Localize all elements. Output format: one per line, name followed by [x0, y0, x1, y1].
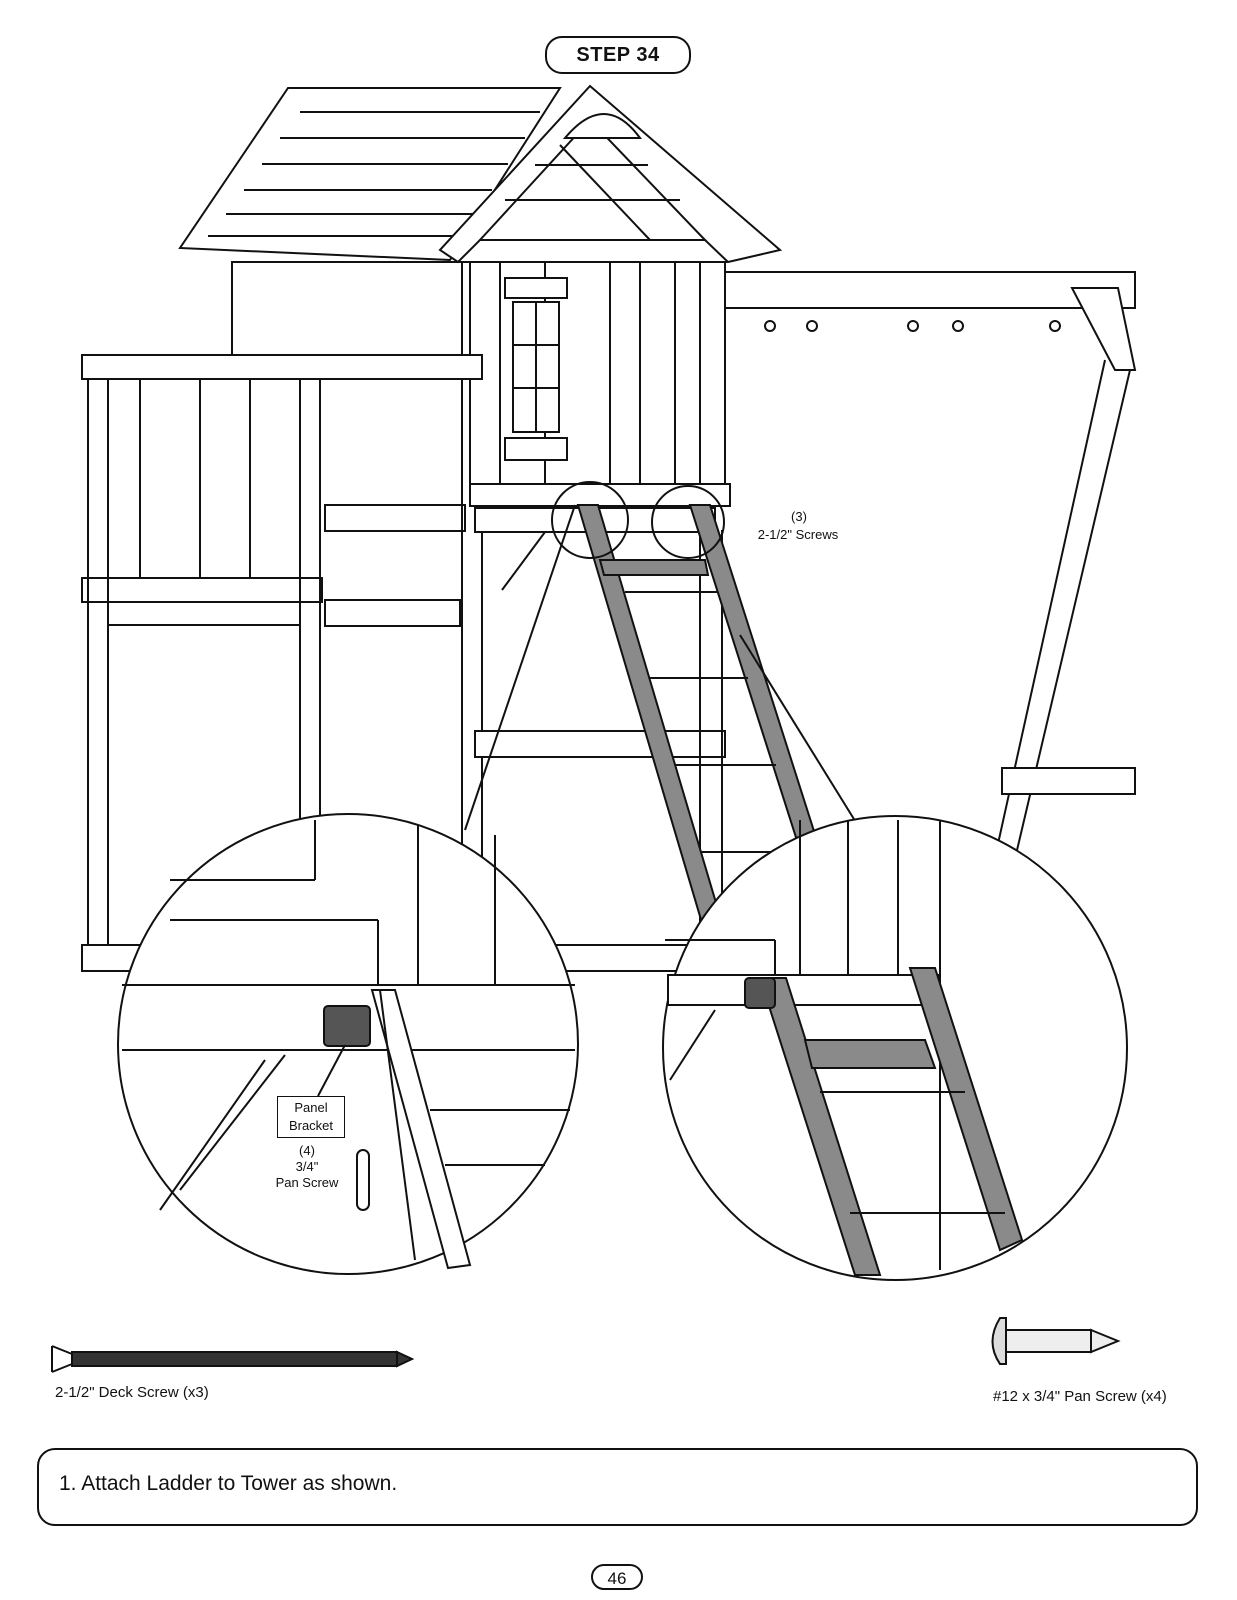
pan-screw-icon [991, 1317, 1121, 1365]
pan-size-label: 3/4" [295, 1159, 319, 1174]
deck-screw-icon [51, 1345, 415, 1373]
tower-walls [81, 261, 778, 972]
assembly-illustration [51, 84, 1137, 1373]
instruction-box: 1. Attach Ladder to Tower as shown. [37, 1448, 1198, 1526]
step-title: STEP 34 [545, 36, 691, 74]
instruction-text: 1. Attach Ladder to Tower as shown. [59, 1472, 398, 1495]
page-number: 46 [591, 1564, 643, 1590]
pan-screw-caption: #12 x 3/4" Pan Screw (x4) [993, 1388, 1167, 1405]
detail-right [662, 815, 1128, 1281]
screws-count-label: (3) [791, 509, 807, 524]
roof [178, 84, 783, 264]
screws-name-label: 2-1/2" Screws [757, 527, 839, 542]
ladder [576, 504, 822, 951]
pan-count-label: (4) [299, 1143, 315, 1158]
pan-name-label: Pan Screw [275, 1175, 339, 1190]
deck-screw-caption: 2-1/2" Deck Screw (x3) [55, 1384, 209, 1401]
detail-left [117, 813, 579, 1275]
swing-beam [724, 271, 1137, 881]
panel-bracket-label: Panel Bracket [277, 1096, 345, 1138]
